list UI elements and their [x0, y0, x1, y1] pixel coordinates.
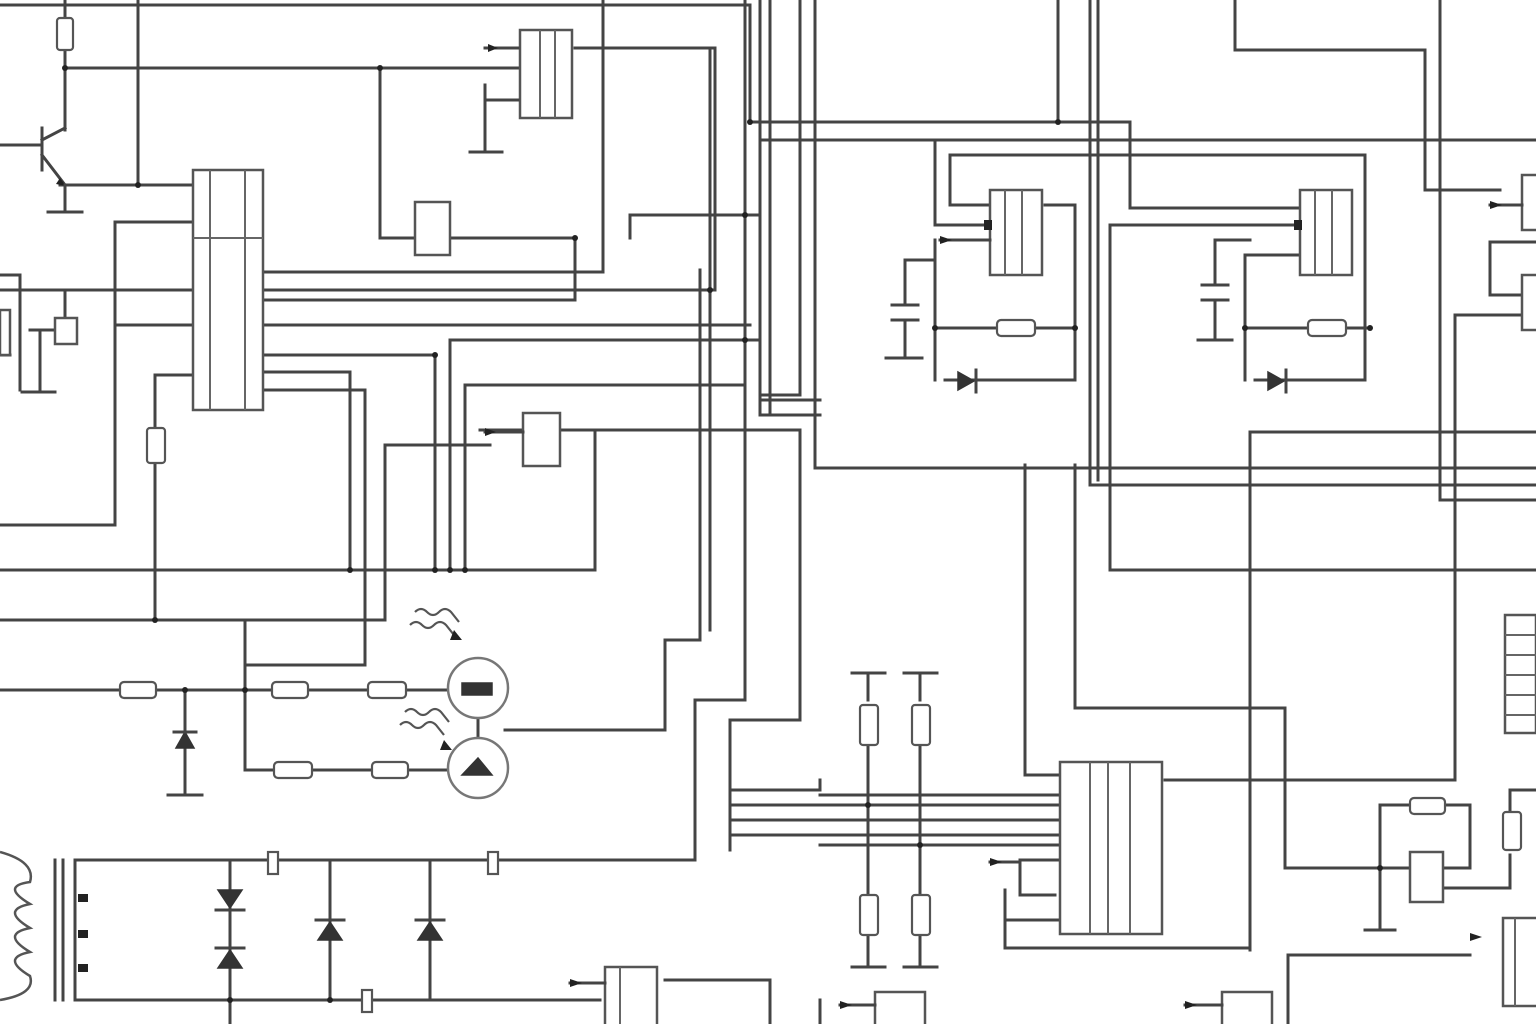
transistor — [0, 125, 84, 214]
ic-bus-center — [988, 760, 1164, 936]
ic-bottom-right — [1470, 916, 1536, 1008]
capacitors — [266, 283, 1230, 1014]
ic-bottom-2 — [838, 990, 927, 1024]
optocoupler-2 — [399, 707, 510, 800]
fet-stage — [0, 273, 79, 394]
ic-right-edge-1 — [1488, 173, 1536, 232]
ic-top-1 — [468, 28, 574, 154]
junctions — [62, 65, 1383, 1003]
gate-small-1 — [413, 200, 452, 257]
ic-bottom-3 — [1183, 990, 1274, 1024]
ic-main-left — [191, 168, 265, 412]
ic-right-edge-2 — [1520, 273, 1536, 332]
resistors — [55, 16, 1523, 937]
ic-flipflop-2 — [1294, 188, 1354, 277]
gate-small-3 — [1408, 850, 1445, 904]
terminals — [166, 338, 1397, 969]
diodes — [172, 368, 1288, 969]
transformer — [0, 850, 88, 1002]
gate-small-2 — [483, 411, 562, 468]
led-bar — [1503, 613, 1536, 735]
optocoupler-1 — [409, 607, 510, 720]
ic-flipflop-1 — [938, 188, 1044, 277]
ic-bottom-1 — [568, 965, 659, 1024]
